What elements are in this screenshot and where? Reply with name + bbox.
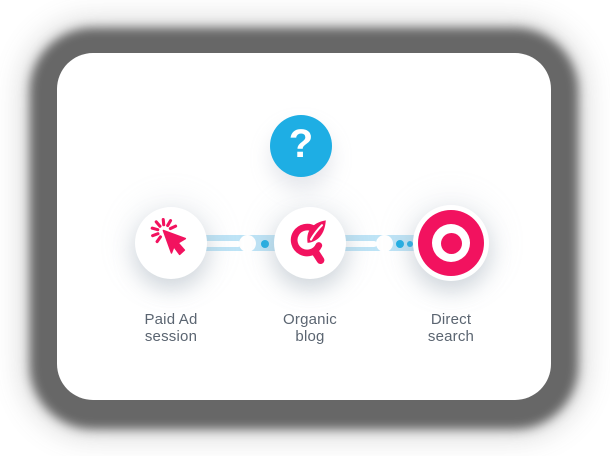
step-label-line: session	[144, 328, 198, 345]
bullseye-icon	[418, 210, 484, 276]
connector-blue-dot-2	[396, 240, 404, 248]
connector-blue-dot-1	[261, 240, 269, 248]
connector-progress-line-1	[183, 241, 241, 247]
step-label-organic-blog: Organic blog	[240, 311, 380, 345]
illustration-card: ?	[57, 53, 551, 400]
step-direct-search	[413, 205, 489, 281]
step-label-paid-ad-session: Paid Ad session	[101, 311, 241, 345]
connector-white-dot-1	[239, 235, 256, 252]
cursor-click-icon	[148, 217, 194, 269]
step-label-line: Direct	[430, 311, 472, 328]
connector-progress-line-2	[315, 241, 377, 247]
bullseye-ring	[432, 224, 470, 262]
bullseye-core	[440, 232, 462, 254]
question-badge: ?	[270, 115, 332, 177]
step-label-line: search	[427, 328, 475, 345]
organic-search-icon	[287, 215, 333, 272]
connector-white-dot-2	[376, 235, 393, 252]
step-label-line: Paid Ad	[144, 311, 198, 328]
step-label-line: Organic	[283, 311, 337, 328]
question-mark: ?	[288, 122, 314, 166]
step-organic-blog	[274, 207, 346, 279]
step-label-line: blog	[295, 328, 325, 345]
connector-blue-dot-3	[407, 241, 413, 247]
step-paid-ad-session	[135, 207, 207, 279]
step-label-direct-search: Direct search	[381, 311, 521, 345]
